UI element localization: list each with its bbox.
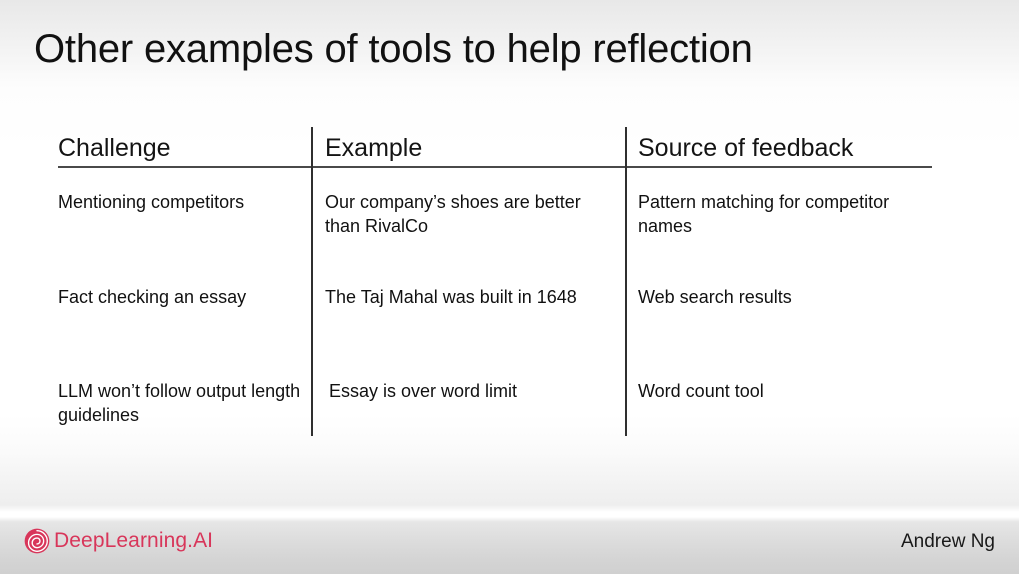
deeplearning-ai-logo: DeepLearning.AI <box>24 528 213 554</box>
author-name: Andrew Ng <box>901 531 995 552</box>
table-cell-source: Word count tool <box>638 381 764 401</box>
table-cell-challenge: Fact checking an essay <box>58 287 247 307</box>
table-column-divider-1 <box>311 127 313 436</box>
table-cell-challenge: LLM won’t follow output length guideline… <box>58 381 301 425</box>
table-column-header-example: Example <box>325 134 423 162</box>
table-cell-example: Our company’s shoes are better than Riva… <box>325 192 581 236</box>
slide-footer: DeepLearning.AI Andrew Ng <box>0 517 1019 574</box>
table-header-rule <box>58 166 932 168</box>
page-title: Other examples of tools to help reflecti… <box>34 27 753 71</box>
deeplearning-spiral-icon <box>24 528 50 554</box>
table-cell-challenge: Mentioning competitors <box>58 192 245 212</box>
table-column-header-challenge: Challenge <box>58 134 171 162</box>
comparison-table: Challenge Example Source of feedback Men… <box>58 127 932 436</box>
table-column-divider-2 <box>625 127 627 436</box>
table-cell-source: Pattern matching for competitor names <box>638 192 890 236</box>
table-cell-example: The Taj Mahal was built in 1648 <box>325 287 577 307</box>
table-cell-example: Essay is over word limit <box>329 381 518 401</box>
deeplearning-ai-wordmark: DeepLearning.AI <box>54 529 214 552</box>
table-cell-source: Web search results <box>638 287 792 307</box>
table-column-header-source-of-feedback: Source of feedback <box>638 134 854 162</box>
